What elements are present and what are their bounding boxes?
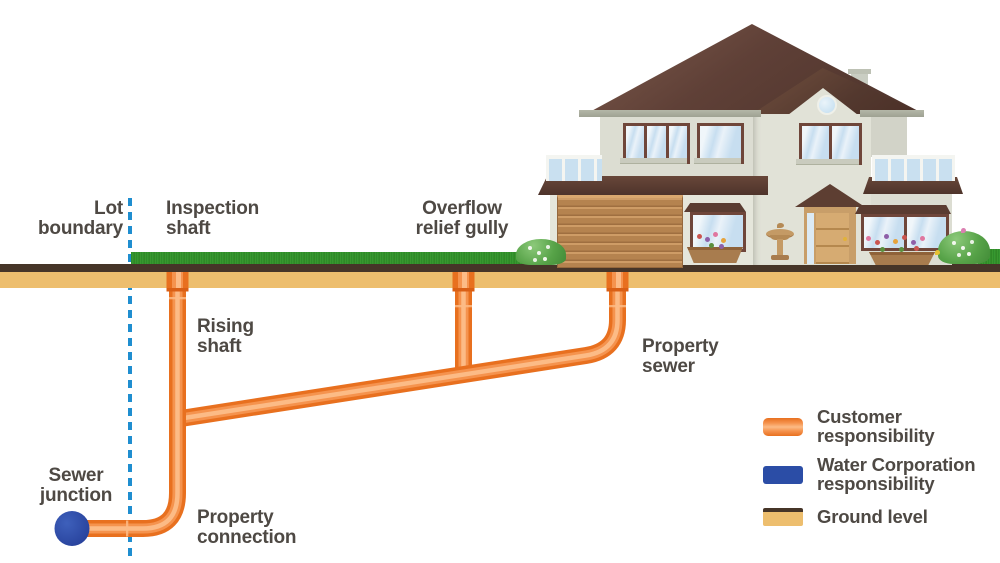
window-awning bbox=[684, 203, 746, 212]
window-pane bbox=[864, 217, 904, 248]
eave-fascia bbox=[860, 110, 924, 117]
sewer-junction-marker bbox=[54, 511, 90, 546]
door-sidelight bbox=[807, 213, 814, 264]
window-sill bbox=[620, 158, 687, 164]
property-sewer-pipe bbox=[176, 268, 626, 428]
window-sill bbox=[796, 159, 859, 165]
legend-label-ground-level: Ground level bbox=[817, 506, 928, 527]
property-sewer-label: Property sewer bbox=[642, 336, 719, 377]
butterfly-icon bbox=[961, 228, 966, 233]
pipe-collar-inspection bbox=[166, 271, 189, 292]
bird-bath-pedestal bbox=[777, 239, 783, 256]
round-attic-window bbox=[817, 95, 837, 115]
window-pane bbox=[647, 126, 666, 161]
window-sill bbox=[694, 158, 741, 164]
legend-label-customer: Customer responsibility bbox=[817, 406, 935, 446]
grass bbox=[131, 252, 560, 264]
bird-bath-bowl bbox=[770, 235, 790, 240]
sewer-junction-label: Sewer junction bbox=[39, 465, 113, 506]
lot-boundary-dashed-line bbox=[128, 198, 132, 558]
pipe-seam bbox=[609, 305, 626, 308]
eave-fascia bbox=[579, 110, 761, 117]
flower-cluster bbox=[697, 234, 702, 239]
rising-shaft-and-connection-pipe bbox=[80, 268, 186, 537]
upper-window-triple bbox=[623, 123, 690, 164]
ground-level-line bbox=[0, 264, 1000, 272]
flower-planter bbox=[687, 247, 743, 263]
overflow-relief-gully-label: Overflow relief gully bbox=[415, 198, 509, 239]
tower-upper-window bbox=[799, 123, 862, 165]
property-connection-label: Property connection bbox=[197, 507, 297, 548]
left-balcony-railing bbox=[546, 155, 602, 181]
window-pane bbox=[693, 215, 743, 249]
pipe-seam bbox=[455, 305, 472, 308]
pipe-collar-property-sewer bbox=[606, 271, 629, 292]
house-right-upper-wall bbox=[871, 115, 907, 157]
lot-boundary-label: Lot boundary bbox=[38, 198, 123, 239]
flower-cluster bbox=[866, 236, 871, 241]
garage-door bbox=[557, 195, 683, 268]
upper-window-single bbox=[697, 123, 744, 164]
window-pane bbox=[700, 126, 741, 161]
bush-flowers bbox=[952, 241, 956, 245]
window-pane bbox=[832, 126, 859, 162]
rising-shaft-label: Rising shaft bbox=[197, 316, 254, 357]
inspection-shaft-label: Inspection shaft bbox=[166, 198, 260, 239]
ground-floor-window-left bbox=[690, 212, 746, 252]
ground-floor-window-right bbox=[861, 214, 949, 251]
right-balcony-railing bbox=[872, 155, 955, 181]
window-awning bbox=[855, 205, 951, 214]
right-awning-roof bbox=[863, 177, 963, 194]
bush-flowers bbox=[528, 246, 532, 250]
pipe-seam bbox=[169, 297, 186, 300]
legend-swatch-water-corporation bbox=[763, 465, 803, 484]
window-pane bbox=[626, 126, 645, 161]
bush-left bbox=[516, 239, 566, 265]
flower-planter bbox=[869, 252, 935, 265]
pipe-collar-gully bbox=[452, 271, 475, 292]
legend-item-ground-level: Ground level bbox=[763, 506, 1000, 527]
butterfly-icon bbox=[935, 250, 940, 255]
door-knob bbox=[843, 237, 847, 241]
bird-bath-base bbox=[771, 255, 789, 260]
ground-soil bbox=[0, 272, 1000, 288]
bird-bath-bird bbox=[777, 223, 784, 228]
legend-item-water-corporation: Water Corporation responsibility bbox=[763, 454, 1000, 494]
legend-label-water-corporation: Water Corporation responsibility bbox=[817, 454, 976, 494]
legend-item-customer: Customer responsibility bbox=[763, 406, 1000, 446]
bush-right bbox=[938, 231, 990, 264]
chimney-cap bbox=[848, 69, 871, 74]
window-pane bbox=[802, 126, 829, 162]
legend-swatch-customer bbox=[763, 417, 803, 436]
pipe-seam bbox=[126, 520, 129, 537]
legend: Customer responsibility Water Corporatio… bbox=[763, 406, 1000, 527]
legend-swatch-ground-level bbox=[763, 508, 803, 527]
window-pane bbox=[668, 126, 687, 161]
